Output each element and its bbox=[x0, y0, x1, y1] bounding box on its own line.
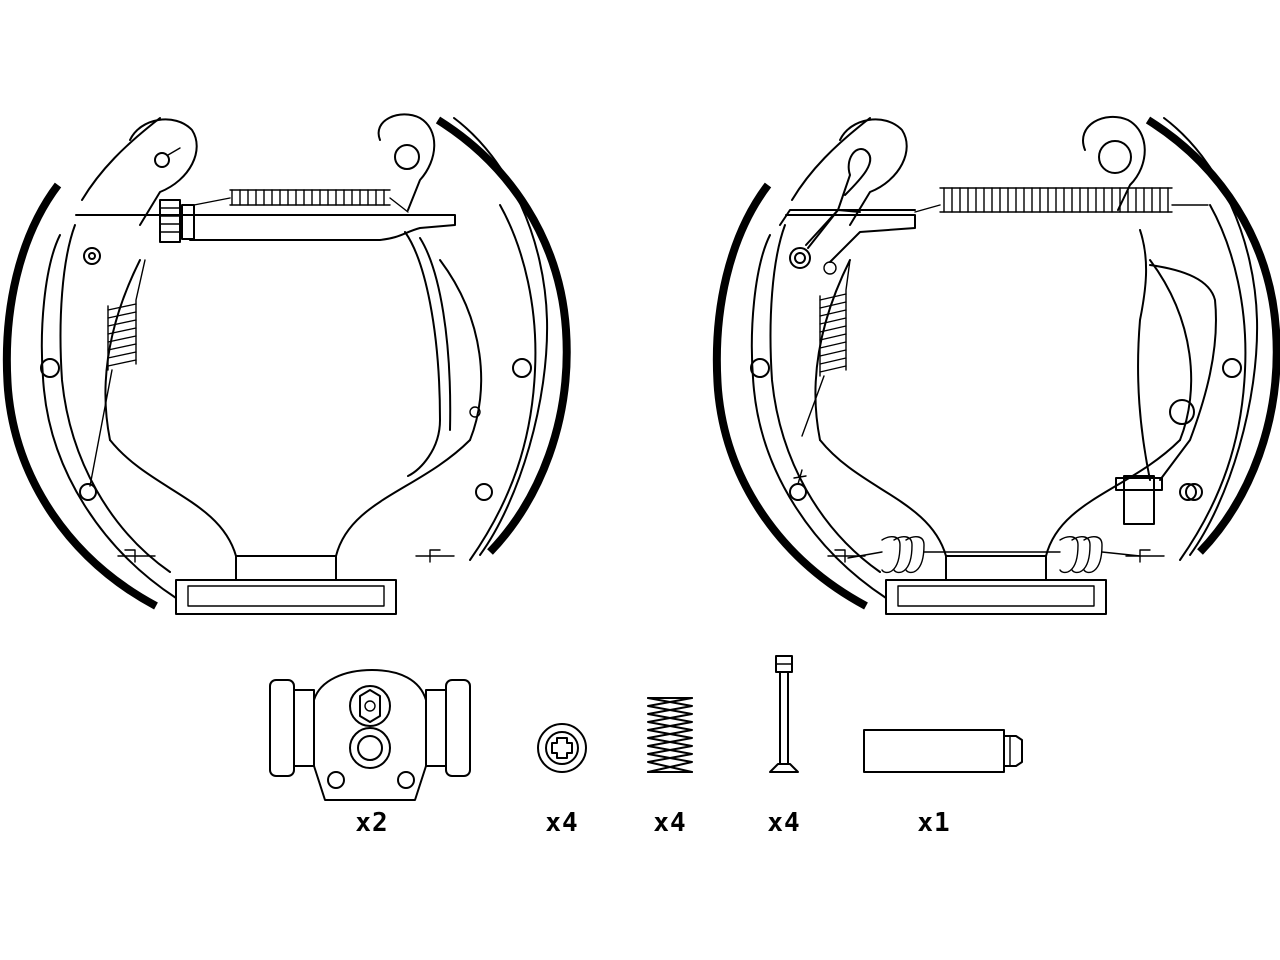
right-shoe-assembly-pair bbox=[712, 115, 1280, 615]
left-shoe-assembly bbox=[2, 113, 571, 615]
left-shoe-lining bbox=[2, 182, 158, 610]
hold-down-spring-qty: x4 bbox=[653, 808, 687, 838]
hold-down-pin-icon bbox=[769, 655, 799, 773]
hold-down-pin-qty: x4 bbox=[767, 808, 801, 838]
adjuster-sleeve-qty: x1 bbox=[917, 808, 951, 838]
shoe-lining-left bbox=[712, 182, 868, 610]
retainer-cup-qty: x4 bbox=[545, 808, 579, 838]
wheel-cylinder-qty: x2 bbox=[355, 808, 389, 838]
right-shoe-lining bbox=[435, 116, 571, 555]
wheel-cylinder-icon bbox=[269, 669, 471, 801]
hold-down-spring-icon bbox=[647, 697, 693, 773]
shoe-lining-right bbox=[1145, 116, 1280, 555]
adjuster-sleeve-icon bbox=[863, 729, 1023, 773]
retainer-cup-icon bbox=[537, 723, 587, 773]
